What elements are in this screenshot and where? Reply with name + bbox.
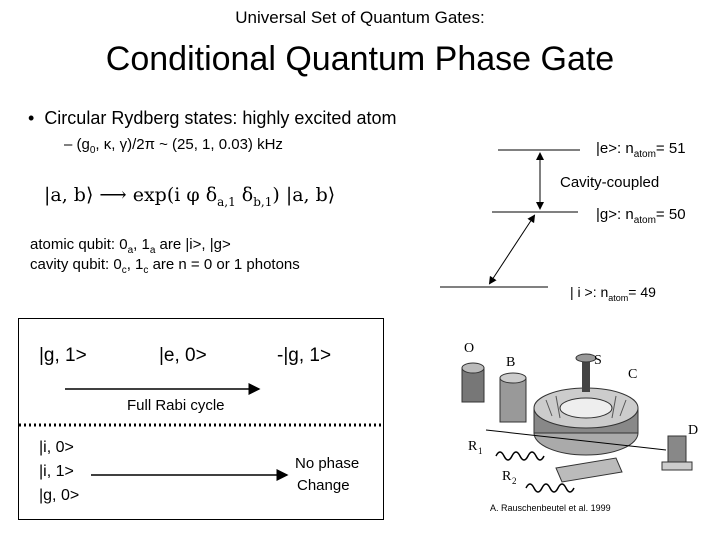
- level-e-prefix: |e>: n: [596, 140, 634, 157]
- slide-supertitle: Universal Set of Quantum Gates:: [235, 8, 485, 27]
- level-i-sub: atom: [608, 292, 629, 303]
- formula-mid: δ: [235, 184, 254, 206]
- state-i0: |i, 0>: [39, 439, 74, 456]
- atomic-mid: , 1: [133, 236, 150, 253]
- phase-formula: |a, b⟩ ⟶ exp(i φ δa,1 δb,1) |a, b⟩: [44, 184, 335, 209]
- no-phase-line2: Change: [297, 477, 350, 494]
- atomic-suffix: are |i>, |g>: [155, 236, 231, 253]
- cavity-suffix: are n = 0 or 1 photons: [148, 256, 300, 273]
- label-O: O: [464, 341, 474, 356]
- label-B: B: [506, 355, 515, 370]
- formula-lhs: |a, b⟩ ⟶ exp(i φ δ: [44, 184, 218, 206]
- sub-g-subscript: 0: [89, 145, 96, 156]
- i-g-transition-arrow: [488, 214, 536, 285]
- apparatus-drawing: O B S C D R 1 R 2: [461, 341, 698, 493]
- label-R2: R: [502, 469, 512, 484]
- atomic-sub1: a: [149, 245, 156, 256]
- state-e0: |e, 0>: [159, 345, 207, 366]
- rabi-cycle-box: |g, 1> |e, 0> -|g, 1> Full Rabi cycle |i…: [18, 318, 384, 520]
- cavity-qubit-line: cavity qubit: 0c, 1c are n = 0 or 1 phot…: [30, 256, 300, 276]
- level-i-value: = 49: [628, 284, 656, 300]
- label-R1-sub: 1: [478, 446, 483, 456]
- sub-prefix: – (g: [64, 136, 90, 153]
- no-phase-line1: No phase: [295, 455, 360, 472]
- level-i-label: | i >: natom= 49: [570, 284, 656, 303]
- citation: A. Rauschenbeutel et al. 1999: [490, 503, 611, 513]
- bullet-dot: •: [28, 108, 45, 128]
- cavity-coupled-label: Cavity-coupled: [560, 174, 660, 191]
- label-S: S: [594, 353, 602, 368]
- level-g-label: |g>: natom= 50: [596, 206, 686, 226]
- label-C: C: [628, 367, 637, 382]
- state-g1: |g, 1>: [39, 345, 87, 366]
- formula-rhs: ) |a, b⟩: [272, 184, 336, 206]
- bullet-sub: – (g0, κ, γ)/2π ~ (25, 1, 0.03) kHz: [64, 136, 283, 156]
- bullet-main-text: Circular Rydberg states: highly excited …: [44, 108, 397, 128]
- atomic-prefix: atomic qubit: 0: [30, 236, 128, 253]
- cavity-mid: , 1: [126, 256, 144, 273]
- level-e-label: |e>: natom= 51: [596, 140, 686, 160]
- level-g-prefix: |g>: n: [596, 206, 634, 223]
- level-i-prefix: | i >: n: [570, 284, 609, 300]
- state-neg-g1: -|g, 1>: [277, 345, 332, 366]
- label-R1: R: [468, 439, 478, 454]
- cavity-sub1: c: [143, 265, 149, 276]
- level-e-sub: atom: [633, 149, 656, 160]
- cavity-prefix: cavity qubit: 0: [30, 256, 122, 273]
- level-g-value: = 50: [655, 206, 686, 223]
- label-R2-sub: 2: [512, 476, 517, 486]
- apparatus-illustration: O B S C D R 1 R 2: [456, 338, 712, 518]
- state-i1: |i, 1>: [39, 463, 74, 480]
- slide-title: Conditional Quantum Phase Gate: [105, 40, 615, 78]
- bullet-main: • Circular Rydberg states: highly excite…: [28, 108, 396, 129]
- level-g-sub: atom: [633, 215, 656, 226]
- sub-rest: , κ, γ)/2π ~ (25, 1, 0.03) kHz: [95, 136, 283, 153]
- rabi-cycle-label: Full Rabi cycle: [127, 397, 225, 414]
- cavity-sub0: c: [121, 265, 127, 276]
- formula-sub2: b,1: [253, 194, 273, 209]
- level-e-value: = 51: [655, 140, 686, 157]
- atomic-sub0: a: [127, 245, 134, 256]
- atomic-qubit-line: atomic qubit: 0a, 1a are |i>, |g>: [30, 236, 231, 256]
- label-D: D: [688, 423, 698, 438]
- box-graphics: [19, 383, 383, 481]
- state-g0: |g, 0>: [39, 487, 80, 504]
- formula-sub1: a,1: [217, 194, 236, 209]
